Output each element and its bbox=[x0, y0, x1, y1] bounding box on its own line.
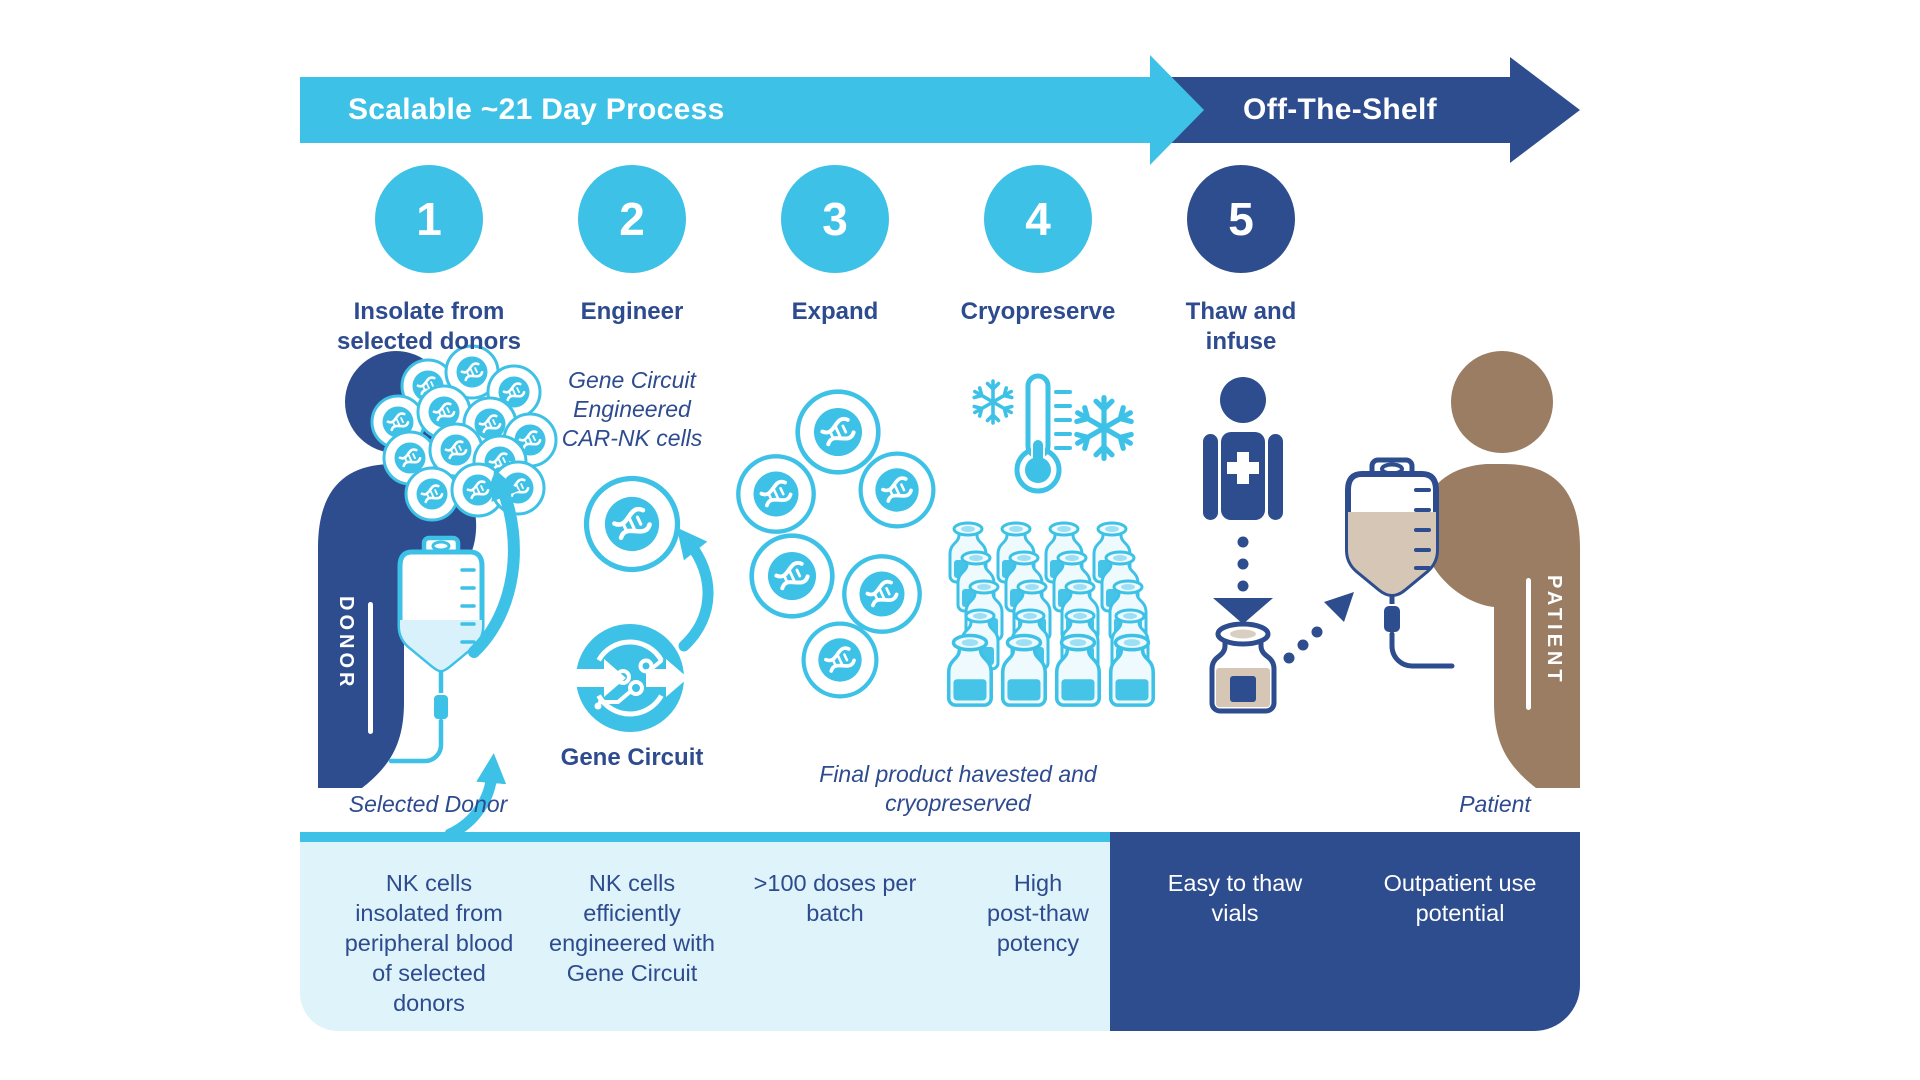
benefit-potency: High post-thaw potency bbox=[987, 870, 1089, 956]
benefit-isolation: NK cells insolated from peripheral blood… bbox=[344, 870, 514, 1016]
curved-arrow bbox=[676, 527, 714, 652]
gene-circuit-note: Gene Circuit Engineered CAR-NK cells bbox=[561, 367, 703, 451]
banner-arrows bbox=[300, 55, 1580, 165]
step-2-label: Engineer bbox=[580, 298, 684, 325]
medical-cross-icon bbox=[1227, 452, 1259, 484]
step-5-number: 5 bbox=[1187, 165, 1295, 273]
patient-vertical-label: PATIENT bbox=[1543, 575, 1565, 686]
nk-cell bbox=[587, 479, 678, 570]
gene-circuit-icon bbox=[576, 624, 688, 732]
snowflake-icon bbox=[972, 381, 1134, 458]
step-4-label: Cryopreserve bbox=[960, 298, 1116, 325]
step-1-number: 1 bbox=[375, 165, 483, 273]
infusion-bag bbox=[1345, 457, 1455, 669]
benefit-doses: >100 doses per batch bbox=[753, 870, 917, 926]
benefits-strip-border bbox=[300, 832, 1110, 842]
shelf-banner-label: Off-The-Shelf bbox=[1243, 93, 1437, 126]
thawed-vial bbox=[1209, 621, 1277, 714]
step-4-number: 4 bbox=[984, 165, 1092, 273]
process-arrow bbox=[300, 55, 1204, 165]
benefit-thaw: Easy to thaw vials bbox=[1167, 870, 1303, 926]
benefits-strip-dark bbox=[1110, 832, 1580, 1031]
expanded-cells bbox=[738, 392, 933, 697]
process-banner-label: Scalable ~21 Day Process bbox=[348, 93, 725, 126]
iv-bag bbox=[388, 535, 485, 764]
caregiver-figure bbox=[1203, 377, 1283, 520]
step-1-label: Insolate from selected donors bbox=[336, 298, 522, 355]
step-5-label: Thaw and infuse bbox=[1185, 298, 1297, 355]
patient-figure bbox=[1421, 351, 1580, 788]
donor-vertical-label: DONOR bbox=[335, 596, 357, 691]
benefits-strip-light bbox=[300, 842, 1110, 1031]
vial-grid bbox=[946, 521, 1155, 707]
step-2-number: 2 bbox=[578, 165, 686, 273]
benefit-engineering: NK cells efficiently engineered with Gen… bbox=[549, 870, 715, 986]
step-3-label: Expand bbox=[791, 298, 879, 325]
donor-caption: Selected Donor bbox=[348, 791, 508, 817]
dotted-arrow bbox=[1213, 536, 1273, 624]
off-the-shelf-arrow bbox=[1158, 57, 1580, 163]
dotted-arrow bbox=[1283, 592, 1354, 664]
curved-arrow bbox=[444, 468, 520, 840]
expand-caption: Final product havested and cryopreserved bbox=[819, 761, 1097, 816]
gene-circuit-label: Gene Circuit bbox=[560, 744, 704, 771]
step-3-number: 3 bbox=[781, 165, 889, 273]
patient-caption: Patient bbox=[1459, 791, 1531, 817]
thermometer-icon bbox=[1014, 373, 1072, 494]
benefit-outpatient: Outpatient use potential bbox=[1383, 870, 1537, 926]
